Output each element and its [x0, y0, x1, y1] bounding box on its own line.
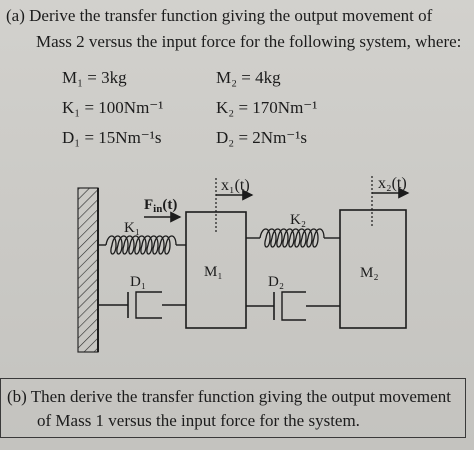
param-m1: M₁ = 3kg [62, 68, 127, 87]
param-k1: K₁ = 100Nm⁻¹ [62, 98, 164, 117]
param-k2: K₂ = 170Nm⁻¹ [216, 98, 318, 117]
spring-k2 [246, 228, 340, 248]
part-b-question-box: (b) Then derive the transfer function gi… [0, 378, 466, 438]
k2-label: K₂ [290, 212, 306, 228]
m2-label: M₂ [360, 265, 379, 281]
d1-label: D₁ [130, 274, 146, 290]
param-d2: D₂ = 2Nm⁻¹s [216, 128, 307, 147]
param-m2: M₂ = 4kg [216, 68, 281, 87]
k1-label: K₁ [124, 220, 140, 236]
spring-k1 [98, 235, 186, 255]
damper-d1 [98, 291, 186, 319]
x1-label: x₁(t) [221, 177, 250, 194]
mass-m2-block [339, 209, 407, 329]
mass-spring-damper-diagram: K₁ D₁ Fin(t) M₁ x₁(t) K₂ [77, 175, 410, 353]
fixed-wall [77, 187, 99, 353]
x2-label: x₂(t) [378, 175, 407, 192]
part-b-line-2: of Mass 1 versus the input force for the… [37, 411, 360, 430]
m1-label: M₁ [204, 264, 223, 280]
part-a-question: (a) Derive the transfer function giving … [6, 6, 461, 52]
d2-label: D₂ [268, 274, 284, 290]
damper-d2 [246, 291, 340, 321]
part-a-line-1: (a) Derive the transfer function giving … [6, 6, 433, 25]
part-a-line-2: Mass 2 versus the input force for the fo… [36, 32, 462, 51]
fin-label: Fin(t) [144, 197, 177, 215]
param-d1: D₁ = 15Nm⁻¹s [62, 128, 162, 147]
part-b-line-1: (b) Then derive the transfer function gi… [7, 387, 451, 406]
